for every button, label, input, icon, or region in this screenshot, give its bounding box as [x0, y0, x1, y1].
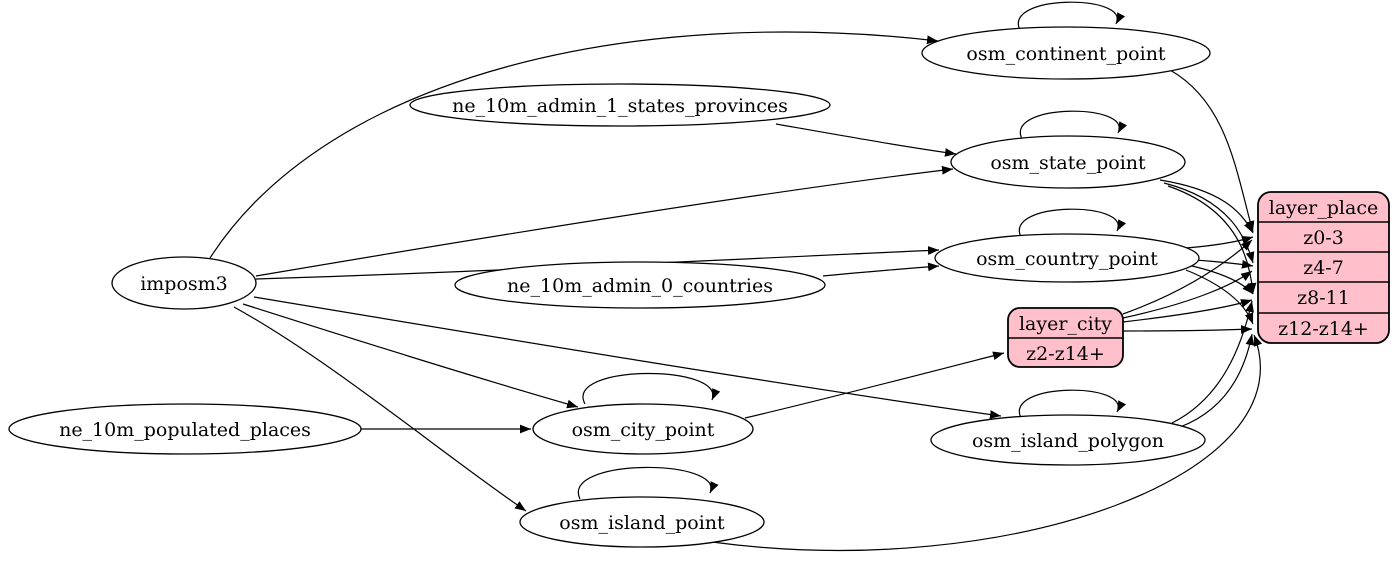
- ne_10m_populated_places-shape: [8, 403, 362, 455]
- edge-imposm3-to-osm_city_point: [242, 303, 579, 409]
- edge-imposm3-to-osm_state_point: [255, 165, 954, 277]
- osm_island_point-label: osm_island_point: [559, 512, 725, 534]
- ne_10m_admin_1_states_provinces-shape: [409, 83, 831, 127]
- edge-osm_continent_point-to-layer_place-z0-3: [1169, 69, 1255, 233]
- layer_place-row-z0-3: z0-3: [1303, 227, 1344, 249]
- edge-osm_island_point-to-layer_place-z12-z14: [711, 334, 1263, 552]
- imposm3-shape: [111, 256, 257, 310]
- node-osm_island_point: osm_island_point: [519, 496, 765, 548]
- edge-imposm3-to-osm_island_polygon: [253, 296, 1002, 419]
- node-ne_10m_admin_1_states_provinces: ne_10m_admin_1_states_provinces: [409, 83, 831, 127]
- node-osm_continent_point: osm_continent_point: [921, 26, 1211, 80]
- self-loop-osm_state_point: [1019, 110, 1128, 140]
- layer_city-title: layer_city: [1019, 313, 1112, 335]
- layer_place-shape: [1257, 191, 1390, 344]
- edge-imposm3-to-osm_continent_point: [209, 31, 939, 259]
- node-ne_10m_admin_0_countries: ne_10m_admin_0_countries: [454, 261, 826, 309]
- osm_continent_point-shape: [921, 26, 1211, 80]
- osm_continent_point-label: osm_continent_point: [966, 43, 1166, 65]
- edge-ne_10m_admin_0_countries-to-osm_country_point: [822, 262, 940, 277]
- self-loop-osm_city_point: [582, 372, 721, 405]
- edge-osm_country_point-to-layer_place-z8-11: [1191, 265, 1254, 295]
- imposm3-label: imposm3: [140, 273, 228, 295]
- edge-osm_state_point-to-layer_place-z4-7: [1163, 182, 1255, 264]
- edge-osm_state_point-to-layer_place-z0-3: [1159, 179, 1254, 234]
- self-loop-osm_country_point: [1018, 208, 1127, 238]
- layer_place-row-z4-7: z4-7: [1303, 257, 1344, 279]
- edge-osm_country_point-to-layer_place-z12-z14: [1185, 269, 1254, 325]
- edge-layer_city-to-layer_place-z12-z14: [1122, 325, 1253, 334]
- osm_state_point-label: osm_state_point: [990, 152, 1146, 174]
- edge-osm_state_point-to-layer_place-z8-11: [1167, 185, 1257, 295]
- osm_country_point-label: osm_country_point: [976, 248, 1158, 270]
- layer_place-title: layer_place: [1269, 197, 1378, 219]
- edge-osm_country_point-to-layer_place-z4-7: [1194, 259, 1254, 269]
- osm_island_point-shape: [519, 496, 765, 548]
- edge-imposm3-to-osm_island_point: [233, 306, 527, 512]
- node-imposm3: imposm3: [111, 256, 257, 310]
- edge-layer_city-to-layer_place-z0-3: [1122, 239, 1253, 315]
- edge-ne_10m_admin_1_states_provinces-to-osm_state_point: [775, 123, 957, 157]
- layer_place-row-z8-11: z8-11: [1297, 287, 1350, 309]
- osm_country_point-shape: [934, 233, 1200, 283]
- node-layer_place: layer_place z0-3 z4-7 z8-11 z12-z14+: [1257, 191, 1390, 344]
- edge-osm_country_point-to-layer_place-z0-3: [1185, 236, 1254, 249]
- edge-osm_city_point-to-layer_city-z2-z14: [744, 351, 1005, 419]
- layer_city-row-z2-z14: z2-z14+: [1026, 343, 1105, 365]
- self-loop-osm_island_point: [577, 466, 719, 500]
- ne_10m_admin_0_countries-label: ne_10m_admin_0_countries: [507, 275, 773, 297]
- osm_island_polygon-shape: [930, 414, 1206, 466]
- edge-osm_island_polygon-to-layer_place-z12-z14: [1179, 333, 1255, 428]
- node-layer_city: layer_city z2-z14+: [1007, 307, 1124, 368]
- node-osm_island_polygon: osm_island_polygon: [930, 414, 1206, 466]
- osm_city_point-shape: [532, 403, 754, 455]
- ne_10m_populated_places-label: ne_10m_populated_places: [59, 419, 311, 441]
- edge-layer_city-to-layer_place-z8-11: [1122, 299, 1253, 323]
- layer_place-row-z12-z14: z12-z14+: [1278, 318, 1369, 340]
- node-ne_10m_populated_places: ne_10m_populated_places: [8, 403, 362, 455]
- osm_city_point-label: osm_city_point: [572, 419, 715, 441]
- osm_state_point-shape: [950, 135, 1186, 189]
- self-loop-osm_island_polygon: [1018, 389, 1127, 419]
- edge-osm_island_polygon-to-layer_place-z8-11: [1171, 300, 1254, 424]
- ne_10m_admin_0_countries-shape: [454, 261, 826, 309]
- node-osm_country_point: osm_country_point: [934, 233, 1200, 283]
- edges: [209, 1, 1263, 552]
- osm_island_polygon-label: osm_island_polygon: [972, 430, 1164, 452]
- ne_10m_admin_1_states_provinces-label: ne_10m_admin_1_states_provinces: [452, 95, 788, 117]
- node-osm_city_point: osm_city_point: [532, 403, 754, 455]
- edge-layer_city-to-layer_place-z4-7: [1122, 270, 1253, 319]
- node-osm_state_point: osm_state_point: [950, 135, 1186, 189]
- self-loop-osm_continent_point: [1017, 1, 1126, 31]
